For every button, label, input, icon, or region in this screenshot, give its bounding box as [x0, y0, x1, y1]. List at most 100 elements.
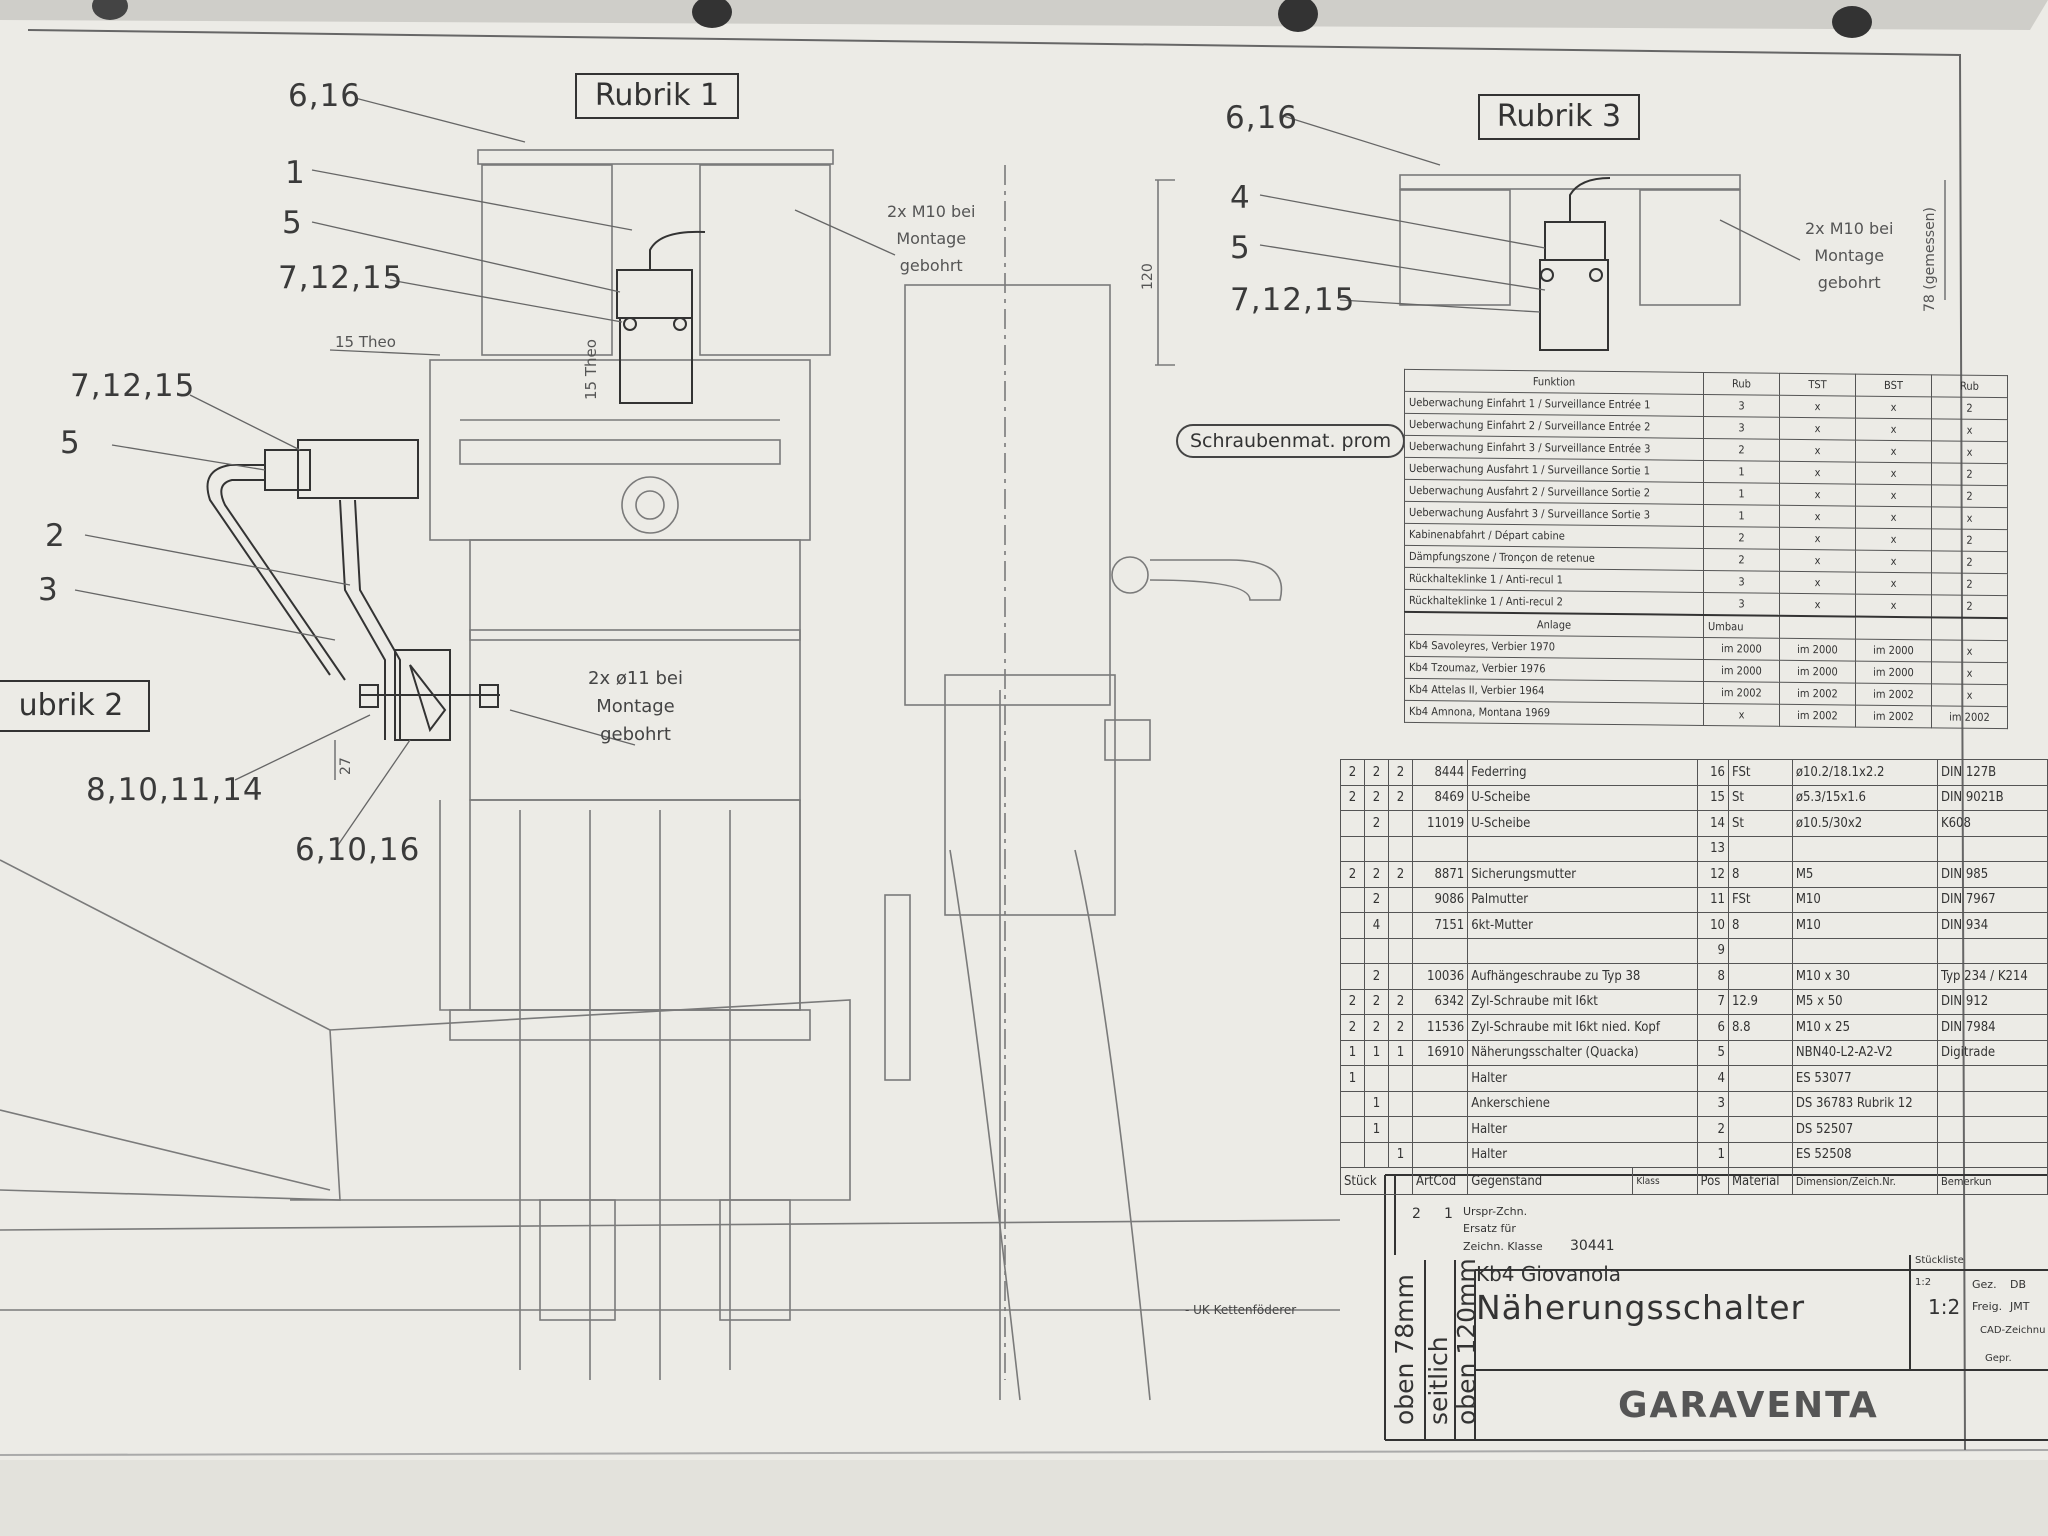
funktion-cell: Kabinenabfahrt / Départ cabine	[1404, 523, 1704, 549]
part-qty-b: 2	[1364, 784, 1389, 811]
part-qty-c	[1388, 1116, 1413, 1143]
massstab-label: 1:2	[1915, 1277, 1932, 1288]
rubrik-3-label: Rubrik 3	[1478, 94, 1640, 140]
header-artcod: ArtCod	[1411, 1167, 1469, 1195]
funktion-mark: 1	[1703, 482, 1780, 506]
funktion-mark: x	[1779, 571, 1856, 595]
part-artcod: 16910	[1411, 1039, 1469, 1066]
part-qty-c: 1	[1388, 1039, 1413, 1066]
part-gegenstand: Palmutter	[1467, 886, 1698, 913]
part-qty-b	[1364, 937, 1389, 964]
project-name: Kb4 Giovanola	[1476, 1262, 1621, 1286]
funktion-mark: x	[1855, 506, 1932, 529]
note-line: gebohrt	[600, 724, 671, 745]
part-dimension: ø10.2/18.1x2.2	[1791, 759, 1938, 786]
col-bst: BST	[1855, 374, 1932, 397]
part-artcod	[1411, 1090, 1469, 1117]
part-qty-b	[1364, 835, 1389, 862]
part-gegenstand: Halter	[1467, 1065, 1698, 1092]
part-bemerkung: DIN 912	[1936, 988, 2048, 1015]
funktion-mark: x	[1855, 440, 1932, 463]
part-material	[1727, 1141, 1793, 1168]
part-artcod	[1411, 1065, 1469, 1092]
part-dimension	[1791, 835, 1938, 862]
part-material: St	[1727, 784, 1793, 811]
callout-5-left: 5	[60, 425, 81, 461]
part-qty-a: 2	[1340, 1014, 1365, 1041]
gepr-label: Gepr.	[1985, 1353, 2012, 1364]
part-material	[1727, 937, 1793, 964]
part-qty-a: 2	[1340, 784, 1365, 811]
umbau-cell: x	[1931, 661, 2008, 685]
part-qty-b: 1	[1364, 1039, 1389, 1066]
part-pos: 14	[1696, 810, 1729, 837]
part-artcod: 9086	[1411, 886, 1469, 913]
part-bemerkung	[1936, 835, 2048, 862]
part-gegenstand	[1467, 937, 1698, 964]
funktion-mark: x	[1779, 549, 1856, 573]
part-bemerkung	[1936, 1090, 2048, 1117]
part-artcod: 11019	[1411, 810, 1469, 837]
part-pos: 3	[1696, 1090, 1729, 1117]
umbau-cell: im 2002	[1855, 683, 1932, 706]
funktion-mark: x	[1779, 461, 1856, 485]
freig-label: Freig.	[1972, 1300, 2003, 1313]
zeichn-klasse: Zeichn. Klasse	[1463, 1240, 1543, 1253]
note-theo-horizontal: 15 Theo	[335, 333, 396, 351]
qty-2: 2	[1412, 1206, 1421, 1222]
part-material	[1727, 1090, 1793, 1117]
part-gegenstand: Ankerschiene	[1467, 1090, 1698, 1117]
part-dimension: ES 52508	[1791, 1141, 1938, 1168]
part-qty-a	[1340, 1090, 1365, 1117]
part-material	[1727, 1116, 1793, 1143]
funktion-mark: 2	[1931, 528, 2008, 552]
funktion-mark: x	[1779, 439, 1856, 463]
part-qty-b: 2	[1364, 861, 1389, 888]
funktion-cell: Rückhalteklinke 1 / Anti-recul 2	[1404, 589, 1704, 615]
part-bemerkung: Typ 234 / K214	[1936, 963, 2048, 990]
part-dimension: M10	[1791, 912, 1938, 939]
part-artcod	[1411, 1141, 1469, 1168]
anlage-cell: Kb4 Amnona, Montana 1969	[1404, 700, 1704, 726]
cad-label: CAD-Zeichnu	[1980, 1325, 2046, 1336]
part-gegenstand: Zyl-Schraube mit I6kt nied. Kopf	[1467, 1014, 1698, 1041]
umbau-cell: im 2002	[1703, 681, 1780, 705]
part-qty-c	[1388, 963, 1413, 990]
part-qty-c	[1388, 1065, 1413, 1092]
part-qty-c	[1388, 937, 1413, 964]
funktion-mark: x	[1855, 594, 1932, 618]
umbau-cell: im 2002	[1931, 705, 2008, 729]
part-dimension: M5 x 50	[1791, 988, 1938, 1015]
funktion-mark: 3	[1703, 592, 1780, 616]
part-artcod: 6342	[1411, 988, 1469, 1015]
part-gegenstand: U-Scheibe	[1467, 784, 1698, 811]
funktion-mark: 2	[1703, 526, 1780, 550]
part-pos: 5	[1696, 1039, 1729, 1066]
callout-r-6-16: 6,16	[1225, 100, 1299, 136]
funktion-cell: Ueberwachung Einfahrt 3 / Surveillance E…	[1404, 435, 1704, 461]
part-qty-a	[1340, 835, 1365, 862]
part-dimension: M10 x 25	[1791, 1014, 1938, 1041]
part-gegenstand: Halter	[1467, 1116, 1698, 1143]
part-pos: 8	[1696, 963, 1729, 990]
funktion-mark: x	[1931, 506, 2008, 530]
part-material: FSt	[1727, 759, 1793, 786]
cell	[1855, 616, 1932, 640]
part-material	[1727, 1065, 1793, 1092]
part-artcod	[1411, 835, 1469, 862]
umbau-cell: im 2000	[1703, 637, 1780, 661]
part-material: St	[1727, 810, 1793, 837]
callout-r-5: 5	[1230, 230, 1251, 266]
dimension-120: 120	[1140, 263, 1156, 290]
funktion-cell: Dämpfungszone / Tronçon de retenue	[1404, 545, 1704, 571]
part-pos: 10	[1696, 912, 1729, 939]
part-qty-a	[1340, 1141, 1365, 1168]
funktion-mark: x	[1779, 593, 1856, 617]
funktion-mark: 2	[1931, 550, 2008, 574]
part-bemerkung: DIN 127B	[1936, 759, 2048, 786]
